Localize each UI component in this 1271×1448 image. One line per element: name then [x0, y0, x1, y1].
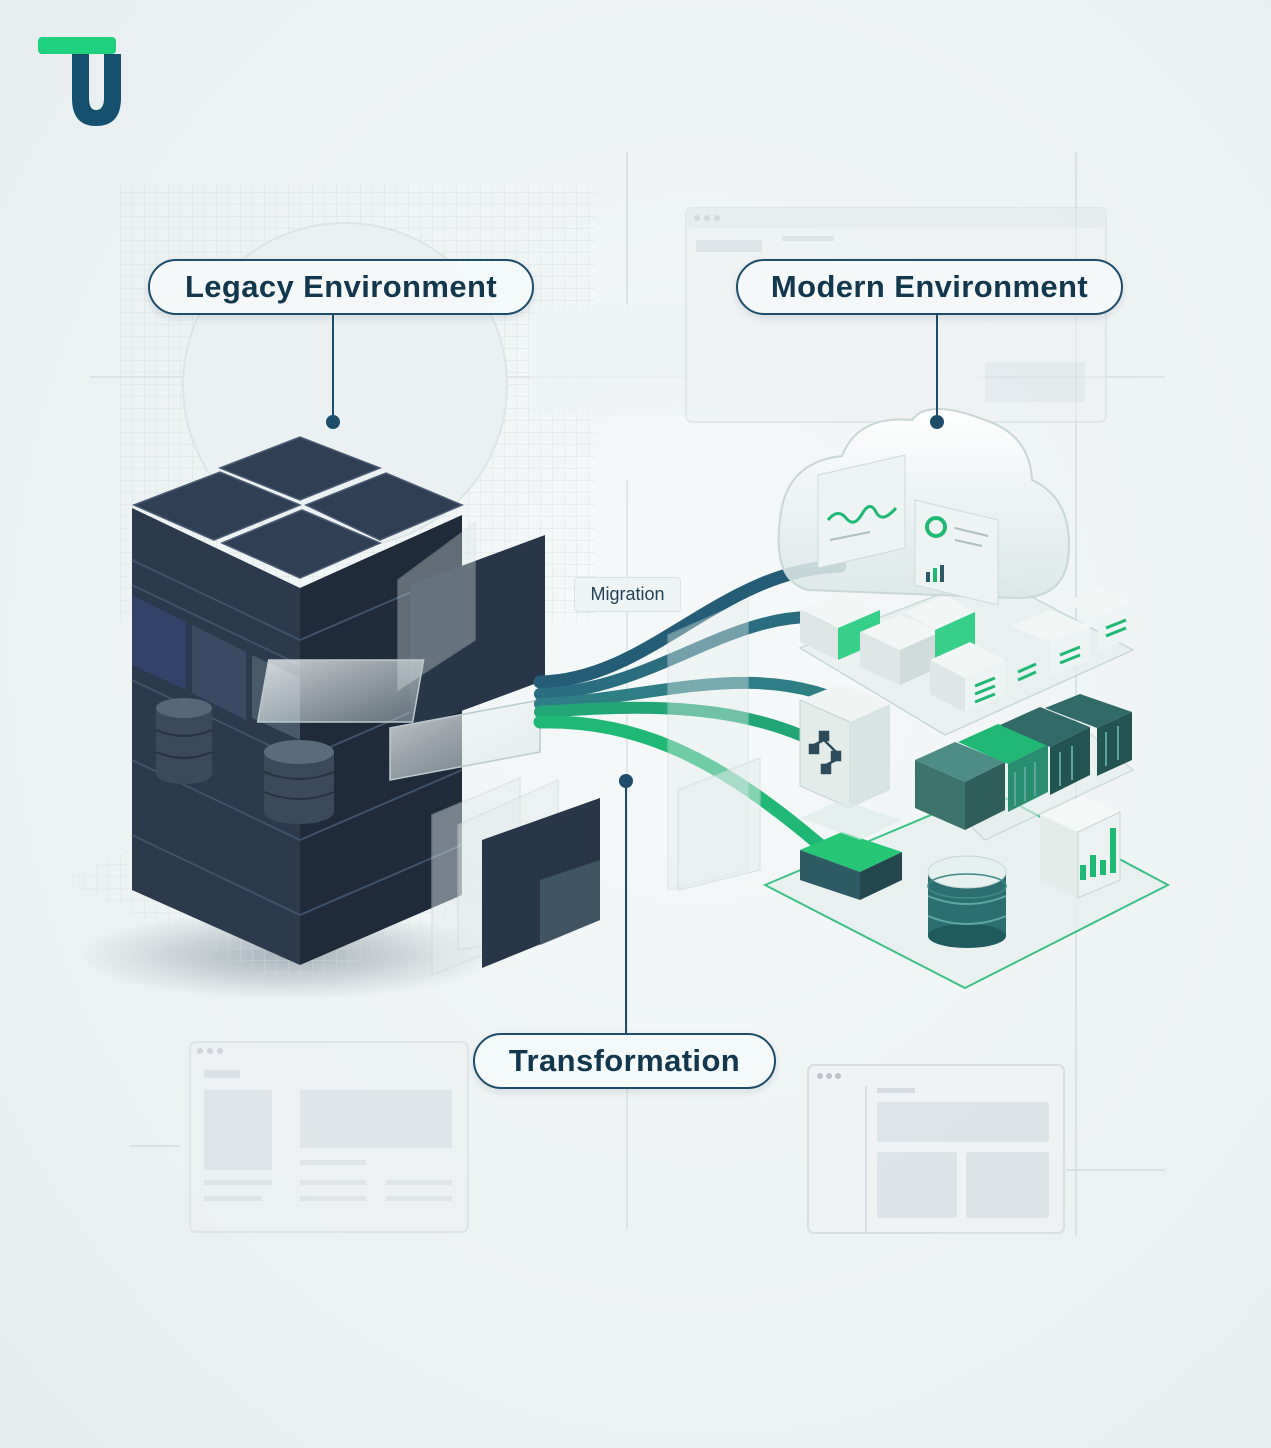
database-icon [927, 855, 1007, 948]
analytics-card [817, 454, 906, 569]
data-tray-icon [800, 800, 902, 900]
server-stack-icon [60, 436, 600, 1000]
container-icon [915, 694, 1132, 830]
browser-mockup-bottom-right [807, 1064, 1065, 1234]
callout-transformation [619, 774, 633, 1033]
server-boxes [800, 588, 1133, 712]
bar-chart-icon [1040, 796, 1121, 899]
dashboard-card [914, 499, 999, 606]
database-drum [263, 740, 335, 824]
migration-tag: Migration [574, 577, 681, 612]
modern-environment-label: Modern Environment [736, 259, 1123, 315]
callout-legacy [326, 315, 340, 429]
cloud-icon [777, 408, 1070, 606]
legacy-environment-label: Legacy Environment [148, 259, 534, 315]
transformation-label: Transformation [473, 1033, 776, 1089]
database-drum [155, 698, 213, 784]
callout-modern [930, 315, 944, 429]
workflow-icon [799, 684, 890, 809]
browser-mockup-top-right [685, 207, 1107, 423]
glass-panels [667, 598, 761, 891]
browser-mockup-bottom-left [189, 1041, 469, 1233]
tu-logo [38, 37, 121, 126]
